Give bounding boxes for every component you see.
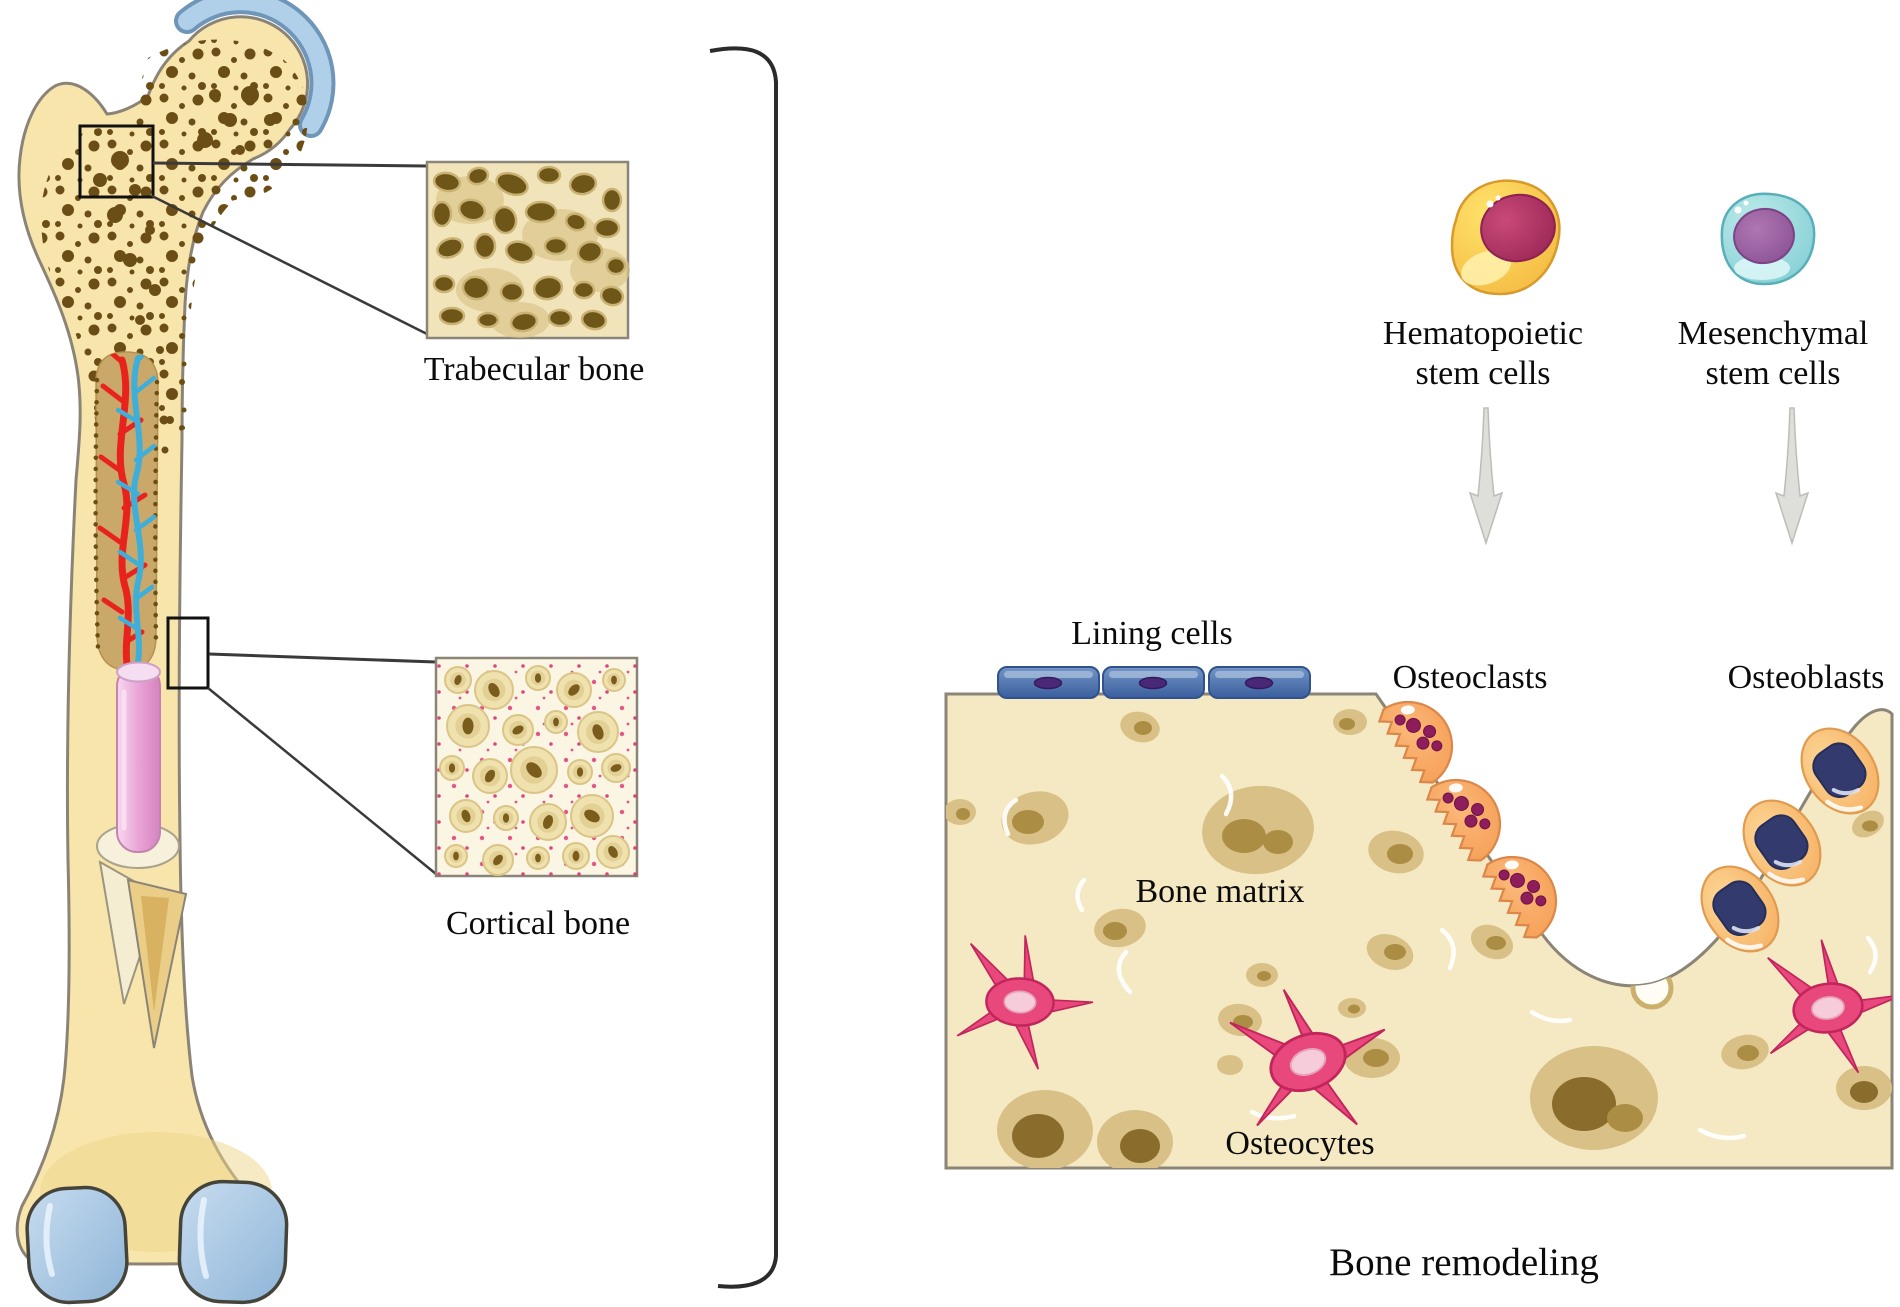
trabecular-callout bbox=[78, 124, 630, 340]
medullary-canal-graphic bbox=[93, 351, 160, 671]
cortical-bone-label: Cortical bone bbox=[445, 905, 631, 942]
bone-cutaway-graphic bbox=[96, 661, 188, 1049]
marrow-rod-graphic bbox=[116, 661, 161, 853]
hematopoietic-arrow-icon bbox=[1469, 407, 1503, 544]
hematopoietic-stem-cell-graphic bbox=[1450, 179, 1561, 296]
trabecular-bone-label: Trabecular bone bbox=[423, 351, 645, 388]
bone-matrix-label: Bone matrix bbox=[1135, 873, 1305, 910]
mesenchymal-stem-cells-label: Mesenchymal stem cells bbox=[1678, 314, 1869, 394]
mesenchymal-arrow-icon bbox=[1775, 407, 1809, 544]
osteoblasts-label: Osteoblasts bbox=[1727, 659, 1885, 696]
osteon-circles bbox=[439, 665, 631, 876]
trabecular-inset-image bbox=[425, 160, 630, 340]
cortical-inset-image bbox=[434, 656, 639, 878]
mesenchymal-stem-cell-graphic bbox=[1720, 192, 1816, 286]
femur-illustration bbox=[15, 0, 639, 1305]
osteoclasts-label: Osteoclasts bbox=[1392, 659, 1548, 696]
mesenchymal-label-line1: Mesenchymal bbox=[1677, 315, 1869, 352]
osteocytes-label: Osteocytes bbox=[1225, 1125, 1375, 1162]
trabecular-speckle-texture bbox=[41, 39, 308, 454]
grouping-bracket bbox=[709, 46, 778, 1289]
hematopoietic-label-line2: stem cells bbox=[1415, 355, 1551, 393]
hematopoietic-label-line1: Hematopoietic bbox=[1382, 315, 1584, 352]
cartilage-cap-graphic bbox=[174, 0, 336, 138]
condyle-cartilage-graphic bbox=[25, 1179, 289, 1305]
lining-cells-label: Lining cells bbox=[1071, 615, 1233, 652]
mesenchymal-label-line2: stem cells bbox=[1705, 355, 1841, 393]
lining-cells-row bbox=[997, 666, 1311, 699]
cortical-callout bbox=[166, 616, 639, 878]
bone-remodeling-caption: Bone remodeling bbox=[1329, 1241, 1599, 1284]
hematopoietic-stem-cells-label: Hematopoietic stem cells bbox=[1383, 314, 1583, 394]
